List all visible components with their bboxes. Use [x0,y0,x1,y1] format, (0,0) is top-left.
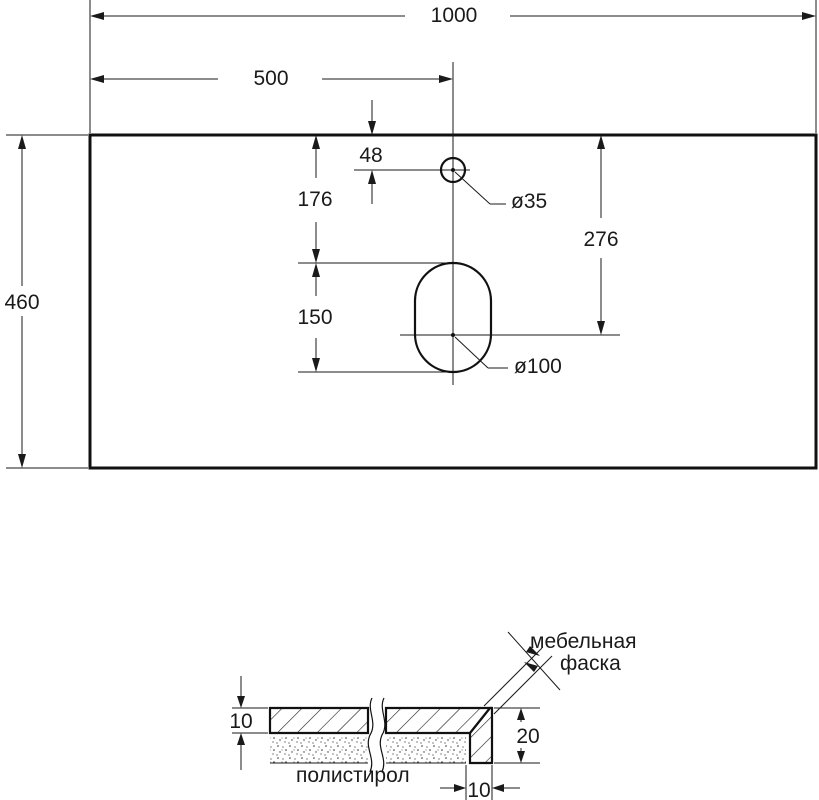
dimension-label-top-thickness: 10 [229,710,252,733]
break-line [379,697,386,773]
arrowhead [454,784,466,792]
tap-hole-center [451,168,455,172]
dimension-label-150: 150 [297,306,332,329]
chamfer-leader [493,655,553,715]
break-line [367,697,374,773]
arrowhead [90,75,104,83]
arrowhead [526,646,540,656]
arrowhead [368,170,376,184]
arrowhead [517,751,525,763]
arrowhead [597,321,605,335]
arrowhead [492,784,504,792]
arrowhead [18,135,26,149]
arrowhead [237,696,245,708]
polystyrene-core [386,736,466,763]
chamfer-leader [507,631,561,691]
arrowhead [439,75,453,83]
dimension-label-1000: 1000 [431,4,478,27]
edge-note-line1: мебельная [530,630,637,653]
arrowhead [517,708,525,720]
arrowhead [368,121,376,135]
arrowhead [802,12,816,20]
polystyrene-core [270,736,368,763]
dimension-label-500: 500 [253,67,288,90]
dimension-label-276: 276 [583,228,618,251]
tap-hole-leader [454,171,491,205]
dimension-label-front-height: 20 [516,725,539,748]
arrowhead [312,263,320,277]
arrowhead [90,12,104,20]
dimension-label-176: 176 [297,188,332,211]
edge-note-line2: фаска [560,652,621,675]
arrowhead [597,135,605,149]
arrowhead [312,358,320,372]
chamfer-leader [483,647,543,707]
section-view: мебельная фаска 10 20 10 полистирол [229,630,637,800]
plan-view: 1000 500 460 48 176 150 [4,0,818,470]
arrowhead [18,454,26,468]
arrowhead [237,733,245,745]
arrowhead [312,135,320,149]
tap-hole-diameter-label: ø35 [511,190,547,213]
arrowhead [312,249,320,263]
top-layer-section [268,706,370,735]
dimension-label-48: 48 [359,144,382,167]
core-material-label: полистирол [296,764,410,787]
drain-center [451,333,455,337]
arrowhead [524,662,538,672]
tap-hole [439,156,467,184]
drain-leader [454,336,489,369]
front-edge-section [468,706,494,765]
dimension-label-460: 460 [4,291,39,314]
basin-outline [413,261,493,374]
dimension-label-front-thickness: 10 [467,779,490,800]
drain-diameter-label: ø100 [514,355,562,378]
